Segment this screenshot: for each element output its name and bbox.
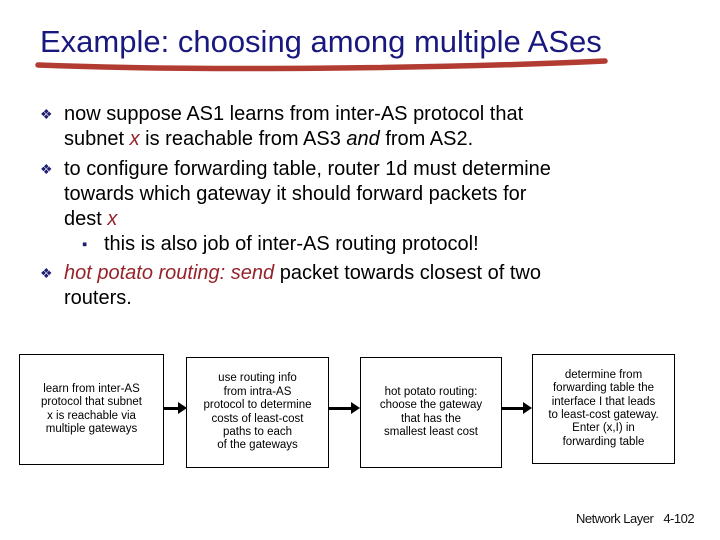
- diamond-bullet-icon: ❖: [40, 161, 53, 177]
- square-bullet-icon: ▪: [82, 236, 88, 253]
- bullet-1-line-2: subnet x is reachable from AS3 and from …: [64, 128, 474, 150]
- slide-footer: Network Layer 4-102: [576, 511, 695, 526]
- footer-section-label: Network Layer: [576, 511, 654, 526]
- flow-box-learn: learn from inter-AS protocol that subnet…: [19, 354, 164, 465]
- bullet-2-line-1: to configure forwarding table, router 1d…: [64, 158, 551, 180]
- title-underline-stroke: [35, 58, 608, 72]
- flow-box-forwarding-table: determine from forwarding table the inte…: [532, 354, 675, 464]
- bullet-2-line-2: towards which gateway it should forward …: [64, 183, 527, 205]
- diamond-bullet-icon: ❖: [40, 265, 53, 281]
- flow-box-intra-as-costs: use routing info from intra-AS protocol …: [186, 357, 329, 468]
- flow-arrow-3: [502, 402, 532, 414]
- page-title: Example: choosing among multiple ASes: [40, 24, 602, 59]
- bullet-1-line-1: now suppose AS1 learns from inter-AS pro…: [64, 103, 524, 125]
- bullet-item-2: ❖ to configure forwarding table, router …: [0, 157, 700, 232]
- footer-page-number: 4-102: [663, 511, 695, 526]
- bullet-2-line-3: dest x: [64, 208, 118, 230]
- var-x: x: [107, 208, 118, 230]
- var-x: x: [129, 128, 140, 150]
- bullet-item-3: ❖ hot potato routing: send packet toward…: [0, 261, 700, 311]
- diamond-bullet-icon: ❖: [40, 106, 53, 122]
- bullet-item-1: ❖ now suppose AS1 learns from inter-AS p…: [0, 102, 700, 152]
- bullet-3-line-2: routers.: [64, 287, 132, 309]
- flow-box-hot-potato: hot potato routing: choose the gateway t…: [360, 357, 502, 468]
- bullet-list: ❖ now suppose AS1 learns from inter-AS p…: [0, 102, 700, 311]
- flow-arrow-1: [163, 402, 187, 414]
- sub-bullet-text: this is also job of inter-AS routing pro…: [104, 233, 479, 255]
- hot-potato-term: hot potato routing: send: [64, 262, 275, 284]
- bullet-3-line-1: hot potato routing: send packet towards …: [64, 262, 541, 284]
- sub-bullet-item: ▪ this is also job of inter-AS routing p…: [0, 232, 700, 257]
- flow-arrow-2: [329, 402, 360, 414]
